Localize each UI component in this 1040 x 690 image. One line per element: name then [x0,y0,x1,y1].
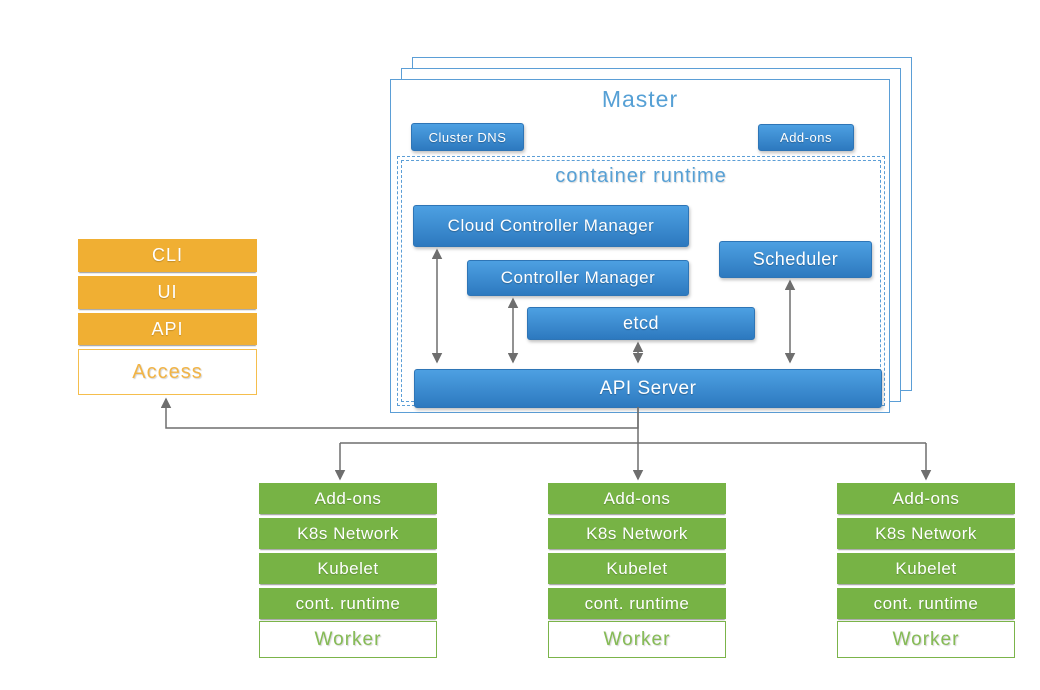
api-server-box: API Server [414,369,882,408]
access-row-cli: CLI [78,239,257,272]
worker-label-box: Worker [259,621,437,658]
access-stack: CLI UI API Access [78,239,257,395]
worker-row-addons: Add-ons [548,483,726,514]
container-runtime-box: container runtime Cloud Controller Manag… [397,156,885,408]
worker-row-addons: Add-ons [259,483,437,514]
worker-node-1: Add-ons K8s Network Kubelet cont. runtim… [259,483,437,658]
access-row-ui: UI [78,276,257,309]
scheduler-box: Scheduler [719,241,872,278]
worker-row-runtime: cont. runtime [259,588,437,619]
access-row-api: API [78,313,257,345]
worker-row-runtime: cont. runtime [837,588,1015,619]
cloud-controller-manager-box: Cloud Controller Manager [413,205,689,247]
master-node-box: Master Cluster DNS Add-ons container run… [390,79,890,413]
access-label-box: Access [78,349,257,395]
worker-row-kubelet: Kubelet [259,553,437,584]
worker-row-kubelet: Kubelet [837,553,1015,584]
worker-row-network: K8s Network [548,518,726,549]
worker-row-network: K8s Network [259,518,437,549]
worker-row-network: K8s Network [837,518,1015,549]
master-addons-box: Add-ons [758,124,854,151]
worker-label-box: Worker [548,621,726,658]
cluster-dns-box: Cluster DNS [411,123,524,151]
worker-row-kubelet: Kubelet [548,553,726,584]
worker-label-box: Worker [837,621,1015,658]
controller-manager-box: Controller Manager [467,260,689,296]
worker-row-runtime: cont. runtime [548,588,726,619]
container-runtime-title: container runtime [555,165,727,187]
master-title: Master [601,86,679,112]
worker-node-3: Add-ons K8s Network Kubelet cont. runtim… [837,483,1015,658]
etcd-box: etcd [527,307,755,340]
worker-node-2: Add-ons K8s Network Kubelet cont. runtim… [548,483,726,658]
worker-row-addons: Add-ons [837,483,1015,514]
